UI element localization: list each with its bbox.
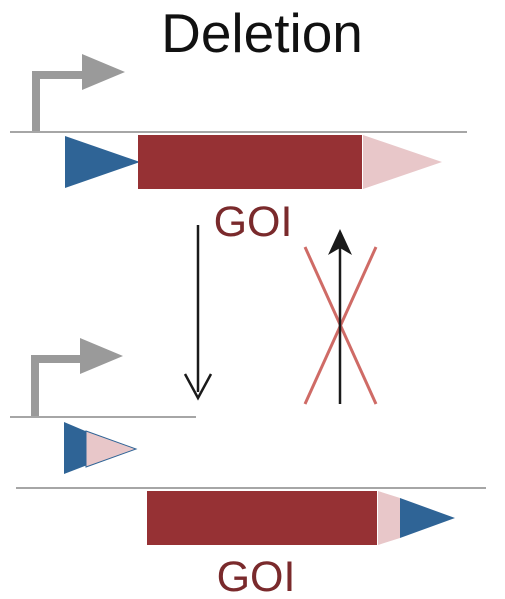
bottom-left-construct — [10, 338, 196, 474]
promoter-arrow-icon — [31, 338, 123, 417]
gene-box-bottom — [147, 491, 377, 545]
gene-label-bottom: GOI — [217, 553, 296, 599]
top-construct: GOI — [10, 54, 467, 246]
loxp-site-blue-left — [64, 422, 90, 474]
loxp-site-pink-left — [85, 430, 138, 468]
down-arrow-icon — [183, 225, 213, 401]
bottom-right-construct: GOI — [16, 487, 486, 599]
loxp-site-blue-top — [65, 136, 140, 188]
promoter-arrow-icon — [32, 54, 125, 132]
loxp-site-pink-top — [363, 135, 442, 189]
loxp-site-blue-right — [400, 498, 455, 538]
gene-box-top — [138, 135, 362, 189]
up-arrow-icon — [328, 229, 352, 404]
recombination-arrows — [183, 225, 378, 405]
gene-label-top: GOI — [214, 198, 293, 246]
diagram-title: Deletion — [161, 2, 363, 64]
loxp-site-pink-right — [378, 491, 400, 545]
